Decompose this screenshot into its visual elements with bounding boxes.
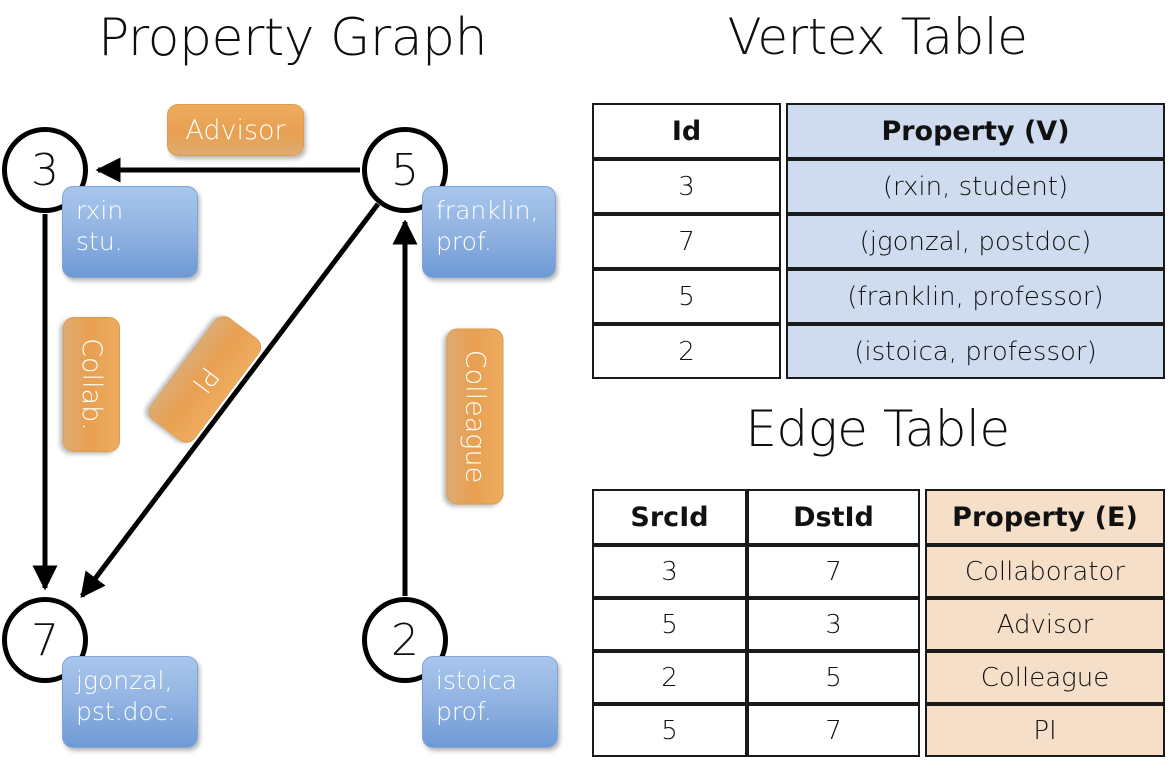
edge-table-cell-property: Advisor: [925, 598, 1165, 651]
vertex-table-header-id: Id: [592, 103, 781, 159]
node-property-line: pst.doc.: [76, 696, 176, 726]
edge-table-cell-dstid: 5: [747, 651, 920, 704]
edge-table: SrcId DstId Property (E) 3 7 Collaborato…: [592, 489, 1165, 757]
node-property-line: rxin: [76, 196, 124, 225]
node-property-box-jgonzal: jgonzal, pst.doc.: [62, 656, 198, 748]
edge-table-cell-dstid: 7: [747, 704, 920, 757]
graph-edges-svg: [32, 157, 418, 598]
edge-table-cell-property: PI: [925, 704, 1165, 757]
edge-table-cell-srcid: 5: [592, 598, 747, 651]
node-property-box-franklin: franklin, prof.: [422, 186, 556, 278]
node-property-line: franklin,: [436, 196, 539, 225]
page-title-vertex-table: Vertex Table: [727, 8, 1028, 66]
vertex-table-cell-property: (franklin, professor): [786, 269, 1165, 324]
vertex-table-cell-property: (rxin, student): [786, 159, 1165, 214]
graph-node-5[interactable]: 5: [362, 127, 448, 213]
edge-table-header-property: Property (E): [925, 489, 1165, 545]
page-title-edge-table: Edge Table: [745, 400, 1010, 458]
node-property-line: jgonzal,: [76, 666, 173, 695]
edge-table-header-dstid: DstId: [747, 489, 920, 545]
vertex-table-cell-property: (jgonzal, postdoc): [786, 214, 1165, 269]
node-property-line: prof.: [436, 226, 492, 256]
edge-table-cell-srcid: 3: [592, 545, 747, 598]
edge-label-collab: Collab.: [63, 317, 120, 452]
edge-table-cell-dstid: 3: [747, 598, 920, 651]
node-property-line: prof.: [436, 696, 492, 726]
page-title-property-graph: Property Graph: [97, 8, 488, 68]
vertex-table-cell-id: 5: [592, 269, 781, 324]
vertex-table-cell-id: 3: [592, 159, 781, 214]
edge-label-advisor: Advisor: [167, 104, 304, 156]
vertex-table-cell-property: (istoica, professor): [786, 324, 1165, 379]
edge-table-cell-property: Collaborator: [925, 545, 1165, 598]
edge-table-cell-property: Colleague: [925, 651, 1165, 704]
vertex-table: Id Property (V) 3 (rxin, student) 7 (jgo…: [592, 103, 1165, 379]
node-property-box-istoica: istoica prof.: [422, 656, 558, 748]
graph-node-2[interactable]: 2: [362, 597, 448, 683]
edge-5-to-7: [80, 202, 380, 598]
node-property-box-rxin: rxin stu.: [62, 186, 198, 278]
vertex-table-cell-id: 7: [592, 214, 781, 269]
node-property-line: istoica: [436, 666, 518, 695]
edge-table-cell-srcid: 5: [592, 704, 747, 757]
node-property-line: stu.: [76, 226, 123, 256]
vertex-table-header-property: Property (V): [786, 103, 1165, 159]
property-graph-diagram: 3 5 7 2 rxin stu. franklin, prof. jgonza…: [2, 104, 558, 748]
edge-label-colleague: Colleague: [446, 328, 504, 505]
edge-table-cell-dstid: 7: [747, 545, 920, 598]
edge-table-header-srcid: SrcId: [592, 489, 747, 545]
vertex-table-cell-id: 2: [592, 324, 781, 379]
edge-table-cell-srcid: 2: [592, 651, 747, 704]
